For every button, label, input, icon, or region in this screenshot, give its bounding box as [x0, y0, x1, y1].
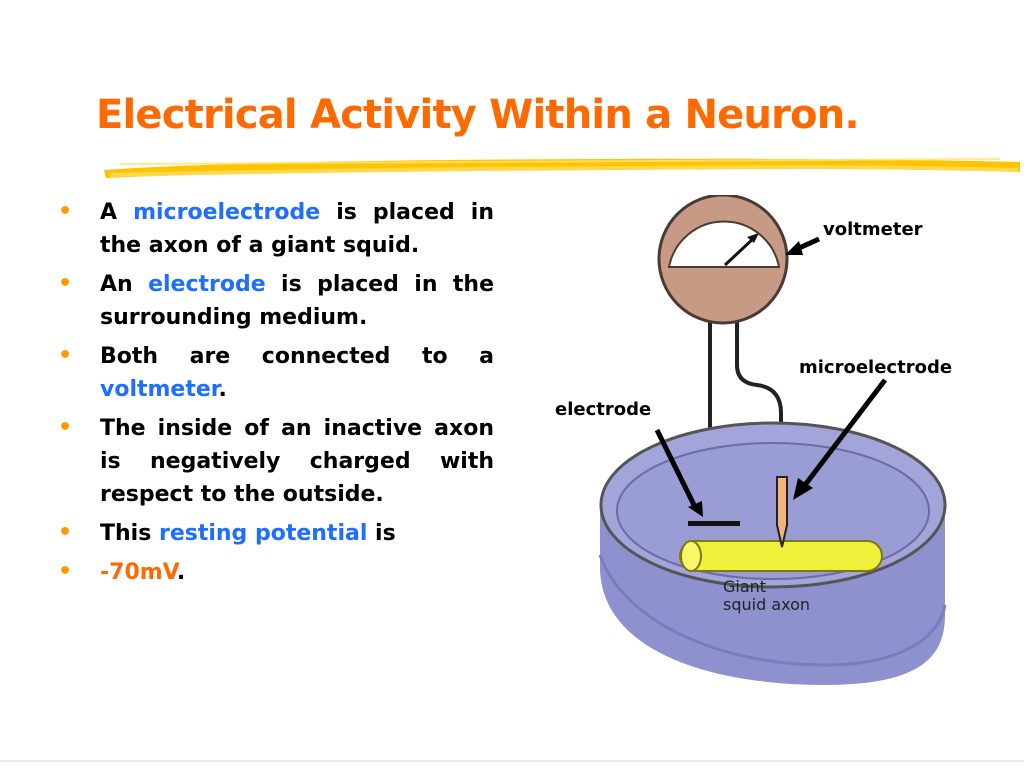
- keyword-highlight: resting potential: [158, 521, 368, 546]
- neuron-diagram: voltmeter microelectrode electrode Giant…: [545, 195, 985, 725]
- axon-label-line1: Giant: [723, 577, 767, 596]
- bullet-dot-icon: •: [58, 343, 73, 368]
- bullet-dot-icon: •: [58, 559, 73, 584]
- arrow-to-electrode: [654, 428, 703, 517]
- bullet-item: • A microelectrode is placed in the axon …: [58, 196, 494, 262]
- keyword-highlight: voltmeter: [100, 377, 219, 402]
- bullet-text: The inside of an inactive axon is negati…: [100, 416, 494, 507]
- microelectrode-tip: [776, 476, 788, 548]
- bullet-item: • Both are connected to a voltmeter.: [58, 340, 494, 406]
- bullet-text: A: [100, 200, 134, 225]
- bullet-dot-icon: •: [58, 199, 73, 224]
- arrow-to-voltmeter: [785, 236, 821, 255]
- bullet-item: • -70mV.: [58, 556, 494, 589]
- bullet-dot-icon: •: [58, 520, 73, 545]
- bullet-item: • An electrode is placed in the surroundi…: [58, 268, 494, 334]
- electrode-plate: [688, 521, 740, 526]
- arrow-to-microelectrode: [793, 378, 887, 500]
- voltmeter-wire-right: [735, 307, 783, 477]
- bullet-item: • This resting potential is: [58, 517, 494, 550]
- bullet-list: • A microelectrode is placed in the axon …: [58, 196, 494, 595]
- bullet-item: • The inside of an inactive axon is negat…: [58, 412, 494, 511]
- electrode-label: electrode: [555, 399, 652, 420]
- bullet-text: is: [367, 521, 396, 546]
- bullet-dot-icon: •: [58, 271, 73, 296]
- highlighter-stroke-icon: [104, 158, 1020, 178]
- bullet-text: is placed in the axon of a giant squid.: [100, 200, 494, 258]
- bullet-text: Both are connected to a: [100, 344, 494, 369]
- bullet-dot-icon: •: [58, 415, 73, 440]
- keyword-highlight: microelectrode: [133, 200, 321, 225]
- axon-label-line2: squid axon: [723, 595, 811, 614]
- bullet-text: is placed in the surrounding medium.: [100, 272, 494, 330]
- keyword-highlight: electrode: [148, 272, 266, 297]
- giant-squid-axon: [679, 540, 883, 572]
- microelectrode-label: microelectrode: [799, 357, 953, 378]
- axon-label: Giant squid axon: [723, 578, 810, 614]
- footer-divider: [0, 760, 1024, 762]
- bullet-text: This: [100, 521, 159, 546]
- bullet-text: .: [176, 560, 186, 585]
- voltmeter-label: voltmeter: [823, 219, 923, 240]
- value-highlight: -70mV: [100, 560, 177, 585]
- bullet-text: .: [218, 377, 227, 402]
- slide-title: Electrical Activity Within a Neuron.: [96, 92, 860, 138]
- bullet-text: An: [100, 272, 149, 297]
- voltmeter-dial: [657, 195, 789, 325]
